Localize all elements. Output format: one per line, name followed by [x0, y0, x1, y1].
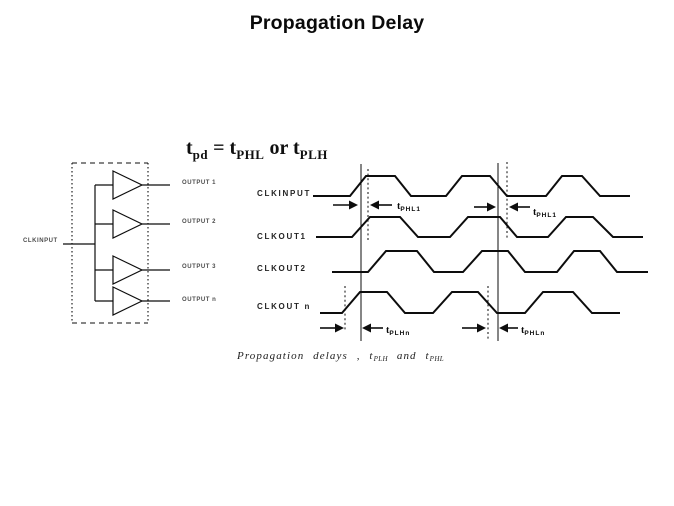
- waveform-clkinput: [313, 175, 630, 197]
- caption-text: and t: [388, 350, 430, 362]
- delay-label-t: t: [533, 207, 537, 218]
- signal-label-clkoutn: CLKOUT n: [257, 302, 312, 311]
- delay-label-sub: PHL1: [400, 206, 421, 213]
- caption-subscript: PLH: [373, 355, 388, 363]
- output2-label: OUTPUT 2: [182, 219, 217, 225]
- caption-part: Propagation delays , tPLH: [237, 350, 388, 363]
- caption-subscript: PHL: [429, 355, 445, 363]
- signal-label-clkout1: CLKOUT1: [257, 232, 307, 241]
- delay-arrowhead: [370, 200, 379, 210]
- buffer-triangle-4: [112, 286, 144, 316]
- formula-part: or tPLH: [264, 137, 328, 162]
- delay-arrowhead: [499, 323, 508, 333]
- buffer-triangle-3: [112, 255, 144, 285]
- delay-label-tplhn: tPLHn: [386, 320, 410, 338]
- outputn-label: OUTPUT n: [182, 297, 217, 303]
- formula-part: = tPHL: [208, 137, 265, 162]
- delay-label-tphl1-b: tPHL1: [533, 202, 557, 220]
- formula-text: or t: [264, 137, 300, 159]
- formula: tpd = tPHL or tPLH: [186, 137, 328, 163]
- formula-subscript: PLH: [299, 147, 328, 162]
- waveform-clkout1: [316, 216, 643, 238]
- output1-label: OUTPUT 1: [182, 180, 217, 186]
- delay-label-sub: PLHn: [389, 330, 411, 337]
- delay-arrowhead: [477, 323, 486, 333]
- delay-label-t: t: [521, 325, 525, 336]
- delay-label-t: t: [397, 201, 401, 212]
- delay-label-sub: PHL1: [536, 212, 557, 219]
- delay-label-t: t: [386, 325, 390, 336]
- delay-arrowhead: [509, 202, 518, 212]
- formula-subscript: pd: [192, 147, 209, 162]
- clkinput-label-block: CLKINPUT: [23, 238, 58, 244]
- caption-text: Propagation delays , t: [237, 350, 374, 362]
- waveform-clkout2: [332, 250, 648, 273]
- figure-caption: Propagation delays , tPLH and tPHL: [237, 350, 444, 363]
- signal-label-clkout2: CLKOUT2: [257, 264, 307, 273]
- signal-label-clkinput: CLKINPUT: [257, 189, 312, 198]
- output3-label: OUTPUT 3: [182, 264, 217, 270]
- page-title: Propagation Delay: [249, 12, 425, 34]
- formula-text: t: [186, 137, 193, 159]
- formula-subscript: PHL: [236, 147, 265, 162]
- caption-part: and tPHL: [388, 350, 445, 363]
- delay-label-tphl1-a: tPHL1: [397, 196, 421, 214]
- formula-part: tpd: [186, 137, 209, 162]
- delay-arrowhead: [362, 323, 371, 333]
- delay-arrowhead: [335, 323, 344, 333]
- delay-label-tphln: tPHLn: [521, 320, 545, 338]
- delay-label-sub: PHLn: [524, 330, 546, 337]
- delay-arrowhead: [349, 200, 358, 210]
- buffer-triangle-1: [112, 170, 144, 200]
- buffer-triangle-2: [112, 209, 144, 239]
- waveform-clkoutn: [320, 291, 620, 314]
- formula-text: = t: [208, 137, 237, 159]
- delay-arrowhead: [487, 202, 496, 212]
